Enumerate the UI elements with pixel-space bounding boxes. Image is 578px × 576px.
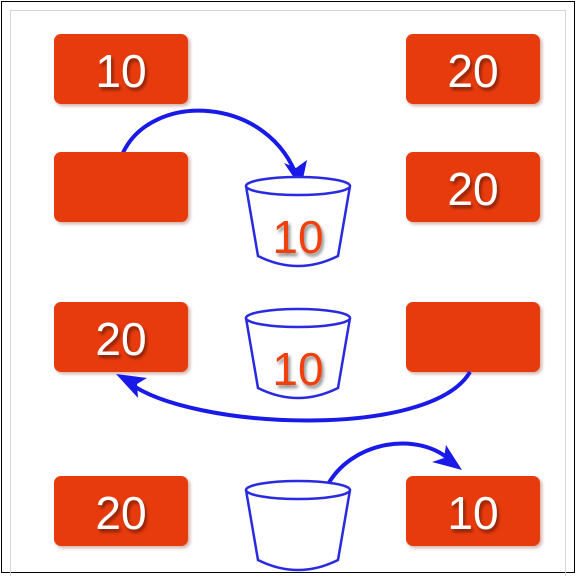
cup-row4	[244, 479, 352, 572]
row-1: 10 20	[54, 34, 540, 104]
box-a-row1: 10	[54, 34, 188, 104]
cup-row3: 10	[244, 307, 352, 400]
box-a-row3: 20	[54, 302, 188, 372]
inner-frame	[10, 10, 566, 576]
box-b-row2: 20	[406, 152, 540, 222]
cup-row3-value: 10	[272, 343, 323, 395]
box-b-row3	[406, 302, 540, 372]
arrowhead	[432, 445, 462, 470]
arrow-temp-to-b	[324, 441, 462, 489]
cup-row2: 10	[244, 175, 352, 268]
box-a-row1-value: 10	[95, 45, 146, 97]
arrowhead	[116, 374, 147, 398]
box-b-row2-value: 20	[447, 163, 498, 215]
box-a-row2	[54, 152, 188, 222]
box-a-row4-value: 20	[95, 487, 146, 539]
box-b-row1-value: 20	[447, 45, 498, 97]
box-a-row4: 20	[54, 476, 188, 546]
box-a-row3-value: 20	[95, 313, 146, 365]
box-b-row4-value: 10	[447, 487, 498, 539]
row-4: 20 10	[54, 476, 540, 572]
box-b-row4: 10	[406, 476, 540, 546]
row-3: 20 10	[54, 302, 540, 400]
row-2: 10 20	[54, 152, 540, 268]
arrow-b-to-a	[116, 370, 472, 423]
cup-row2-value: 10	[272, 211, 323, 263]
box-b-row1: 20	[406, 34, 540, 104]
